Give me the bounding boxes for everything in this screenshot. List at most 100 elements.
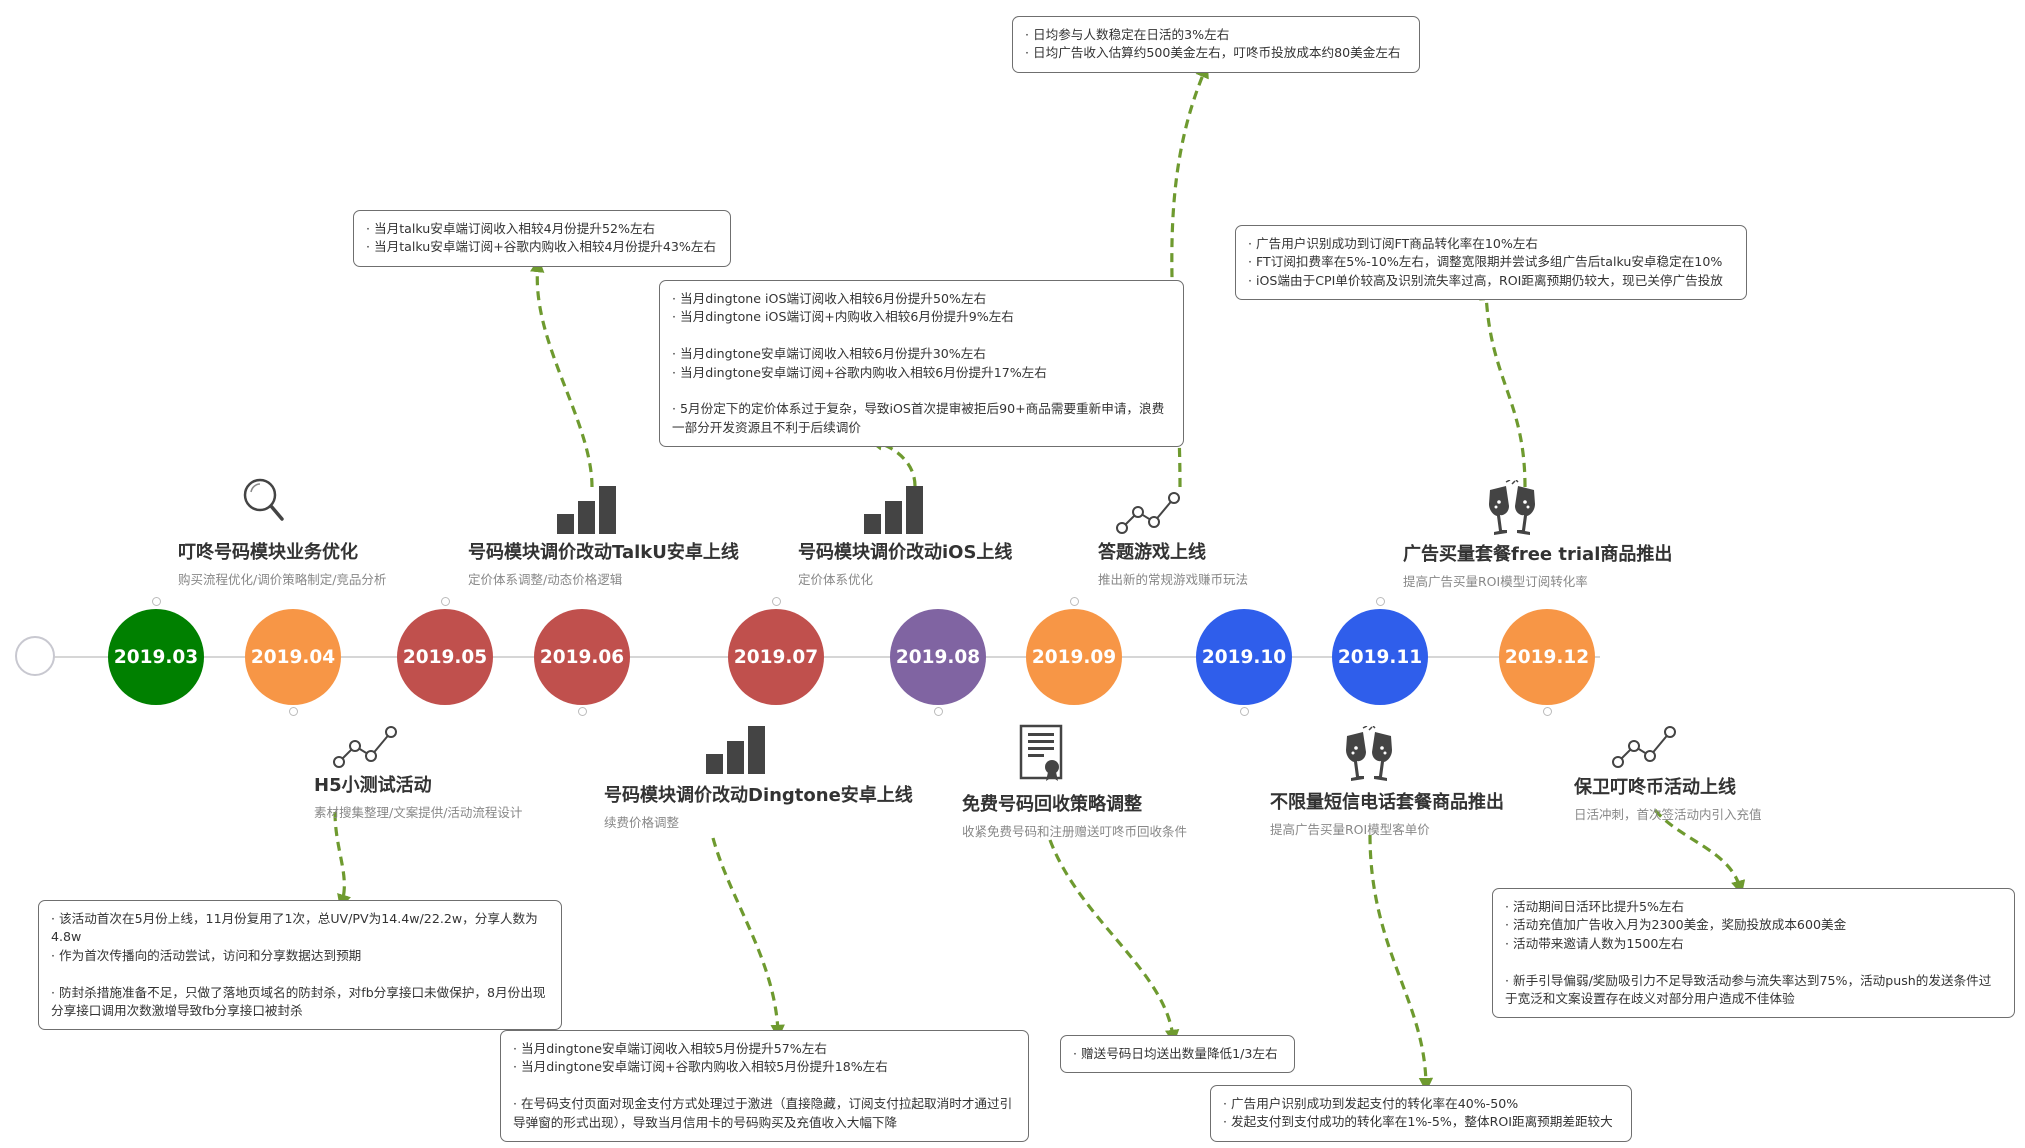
note-line: · 活动带来邀请人数为1500左右	[1505, 935, 1684, 951]
note-line: · 活动期间日活环比提升5%左右	[1505, 899, 1685, 914]
note-line: · 5月份定下的定价体系过于复杂，导致iOS首次提审被拒后90+商品需要重新申请…	[672, 401, 1165, 435]
note-ios-results: · 当月dingtone iOS端订阅收入相较6月份提升50%左右 · 当月di…	[659, 280, 1184, 448]
date-node-2019-07[interactable]: 2019.07	[728, 609, 824, 705]
note-line: · 当月talku安卓端订阅收入相较4月份提升52%左右	[366, 221, 656, 236]
collapse-dot[interactable]	[772, 597, 781, 606]
note-line: · 日均广告收入估算约500美金左右，叮咚币投放成本约80美金左右	[1025, 45, 1401, 61]
topic-title-business-optimization: 叮咚号码模块业务优化	[178, 542, 358, 563]
date-node-2019-12[interactable]: 2019.12	[1499, 609, 1595, 705]
connector-defend	[1653, 808, 1746, 895]
note-quiz-results: · 日均参与人数稳定在日活的3%左右 · 日均广告收入估算约500美金左右，叮咚…	[1012, 16, 1420, 73]
collapse-dot[interactable]	[1070, 597, 1079, 606]
note-line: · 活动充值加广告收入月为2300美金，奖励投放成本600美金	[1505, 917, 1847, 933]
topic-title-dingtone-pricing: 号码模块调价改动Dingtone安卓上线	[604, 785, 913, 806]
topic-subtitle: 定价体系优化	[798, 572, 874, 587]
note-line: · 该活动首次在5月份上线，11月份复用了1次，总UV/PV为14.4w/22.…	[51, 911, 538, 945]
note-line: · 日均参与人数稳定在日活的3%左右	[1025, 27, 1230, 42]
date-label: 2019.09	[1031, 646, 1117, 668]
note-line: · 当月dingtone安卓端订阅+谷歌内购收入相较6月份提升17%左右	[672, 364, 1047, 380]
note-line: · 当月dingtone iOS端订阅+内购收入相较6月份提升9%左右	[672, 309, 1014, 325]
timeline-start-ring	[15, 636, 55, 676]
collapse-dot[interactable]	[152, 597, 161, 606]
date-label: 2019.06	[539, 646, 625, 668]
collapse-dot[interactable]	[578, 707, 587, 716]
topic-subtitle: 推出新的常规游戏赚币玩法	[1098, 572, 1249, 587]
magnifier-icon	[243, 478, 284, 521]
topic-title-ios-pricing: 号码模块调价改动iOS上线	[798, 542, 1013, 563]
certificate-icon	[1019, 724, 1063, 781]
date-node-2019-08[interactable]: 2019.08	[890, 609, 986, 705]
note-line: · 广告用户识别成功到订阅FT商品转化率在10%左右	[1248, 236, 1538, 251]
note-line: ​	[513, 1077, 1016, 1095]
collapse-dot[interactable]	[1376, 597, 1385, 606]
bar-chart-icon	[864, 486, 923, 534]
note-line: · 在号码支付页面对现金支付方式处理过于激进（直接隐藏，订阅支付拉起取消时才通过…	[513, 1096, 1013, 1130]
date-label: 2019.08	[895, 646, 981, 668]
topic-title-quiz-game: 答题游戏上线	[1098, 542, 1206, 563]
topic-subtitle: 提高广告买量ROI模型客单价	[1270, 822, 1430, 837]
connector-sms	[1368, 834, 1434, 1093]
date-node-2019-10[interactable]: 2019.10	[1196, 609, 1292, 705]
date-label: 2019.12	[1504, 646, 1590, 668]
date-label: 2019.04	[250, 646, 336, 668]
note-line: ​	[51, 965, 549, 983]
note-dingtone-results: · 当月dingtone安卓端订阅收入相较5月份提升57%左右 · 当月ding…	[500, 1030, 1029, 1143]
note-line: · 当月dingtone安卓端订阅收入相较5月份提升57%左右	[513, 1041, 827, 1056]
note-line: · 新手引导偏弱/奖励吸引力不足导致活动参与流失率达到75%，活动push的发送…	[1505, 972, 1992, 1007]
date-label: 2019.11	[1337, 646, 1423, 668]
note-talku-results: · 当月talku安卓端订阅收入相较4月份提升52%左右 · 当月talku安卓…	[353, 210, 731, 267]
note-line: ​	[672, 382, 1171, 400]
line-graph-icon	[1612, 726, 1676, 768]
note-h5-results: · 该活动首次在5月份上线，11月份复用了1次，总UV/PV为14.4w/22.…	[38, 900, 562, 1031]
note-line: · 当月talku安卓端订阅+谷歌内购收入相较4月份提升43%左右	[366, 239, 717, 255]
note-sms-results: · 广告用户识别成功到发起支付的转化率在40%-50% · 发起支付到支付成功的…	[1210, 1085, 1632, 1142]
note-line: · 赠送号码日均送出数量降低1/3左右	[1073, 1046, 1278, 1061]
topic-subtitle: 收紧免费号码和注册赠送叮咚币回收条件	[962, 824, 1188, 839]
connector-dingtone	[711, 837, 785, 1040]
bar-chart-icon	[557, 486, 616, 534]
note-line: · 当月dingtone iOS端订阅收入相较6月份提升50%左右	[672, 291, 987, 306]
note-defend-results: · 活动期间日活环比提升5%左右 · 活动充值加广告收入月为2300美金，奖励投…	[1492, 888, 2015, 1019]
date-node-2019-09[interactable]: 2019.09	[1026, 609, 1122, 705]
note-line: ​	[672, 327, 1171, 345]
date-label: 2019.05	[402, 646, 488, 668]
topic-subtitle: 定价体系调整/动态价格逻辑	[468, 572, 623, 587]
champagne-icon	[1346, 726, 1392, 781]
note-line: · iOS端由于CPI单价较高及识别流失率过高，ROI距离预期仍较大，现已关停广…	[1248, 272, 1723, 288]
connector-h5	[333, 811, 351, 909]
date-node-2019-11[interactable]: 2019.11	[1332, 609, 1428, 705]
note-line: · 防封杀措施准备不足，只做了落地页域名的防封杀，对fb分享接口未做保护，8月份…	[51, 984, 546, 1019]
topic-subtitle: 购买流程优化/调价策略制定/竞品分析	[178, 572, 387, 587]
connector-ios	[867, 436, 917, 487]
connector-freetrial	[1479, 285, 1527, 488]
collapse-dot[interactable]	[289, 707, 298, 716]
topic-title-free-trial: 广告买量套餐free trial商品推出	[1403, 544, 1673, 565]
topic-title-unlimited-sms: 不限量短信电话套餐商品推出	[1270, 792, 1504, 813]
collapse-dot[interactable]	[441, 597, 450, 606]
note-line: ​	[1505, 953, 2002, 971]
collapse-dot[interactable]	[1240, 707, 1249, 716]
topic-subtitle: 提高广告买量ROI模型订阅转化率	[1403, 574, 1588, 589]
bar-chart-icon	[706, 726, 765, 774]
topic-subtitle: 续费价格调整	[604, 815, 680, 830]
date-label: 2019.10	[1201, 646, 1287, 668]
date-node-2019-03[interactable]: 2019.03	[108, 609, 204, 705]
connector-recycle	[1048, 839, 1180, 1045]
topic-title-h5-test: H5小测试活动	[314, 775, 432, 796]
date-node-2019-05[interactable]: 2019.05	[397, 609, 493, 705]
topic-title-number-recycle: 免费号码回收策略调整	[962, 794, 1142, 815]
note-line: · 当月dingtone安卓端订阅+谷歌内购收入相较5月份提升18%左右	[513, 1059, 888, 1075]
champagne-icon	[1489, 480, 1535, 535]
topic-title-defend-coin: 保卫叮咚币活动上线	[1574, 777, 1736, 798]
date-node-2019-06[interactable]: 2019.06	[534, 609, 630, 705]
topic-title-talku-pricing: 号码模块调价改动TalkU安卓上线	[468, 542, 739, 563]
date-label: 2019.03	[113, 646, 199, 668]
topic-subtitle: 素材搜集整理/文案提供/活动流程设计	[314, 805, 523, 820]
date-label: 2019.07	[733, 646, 819, 668]
date-node-2019-04[interactable]: 2019.04	[245, 609, 341, 705]
note-recycle-results: · 赠送号码日均送出数量降低1/3左右	[1060, 1035, 1295, 1074]
collapse-dot[interactable]	[1543, 707, 1552, 716]
collapse-dot[interactable]	[934, 707, 943, 716]
note-line: · FT订阅扣费率在5%-10%左右，调整宽限期并尝试多组广告后talku安卓稳…	[1248, 254, 1723, 270]
note-line: · 作为首次传播向的活动尝试，访问和分享数据达到预期	[51, 947, 362, 963]
